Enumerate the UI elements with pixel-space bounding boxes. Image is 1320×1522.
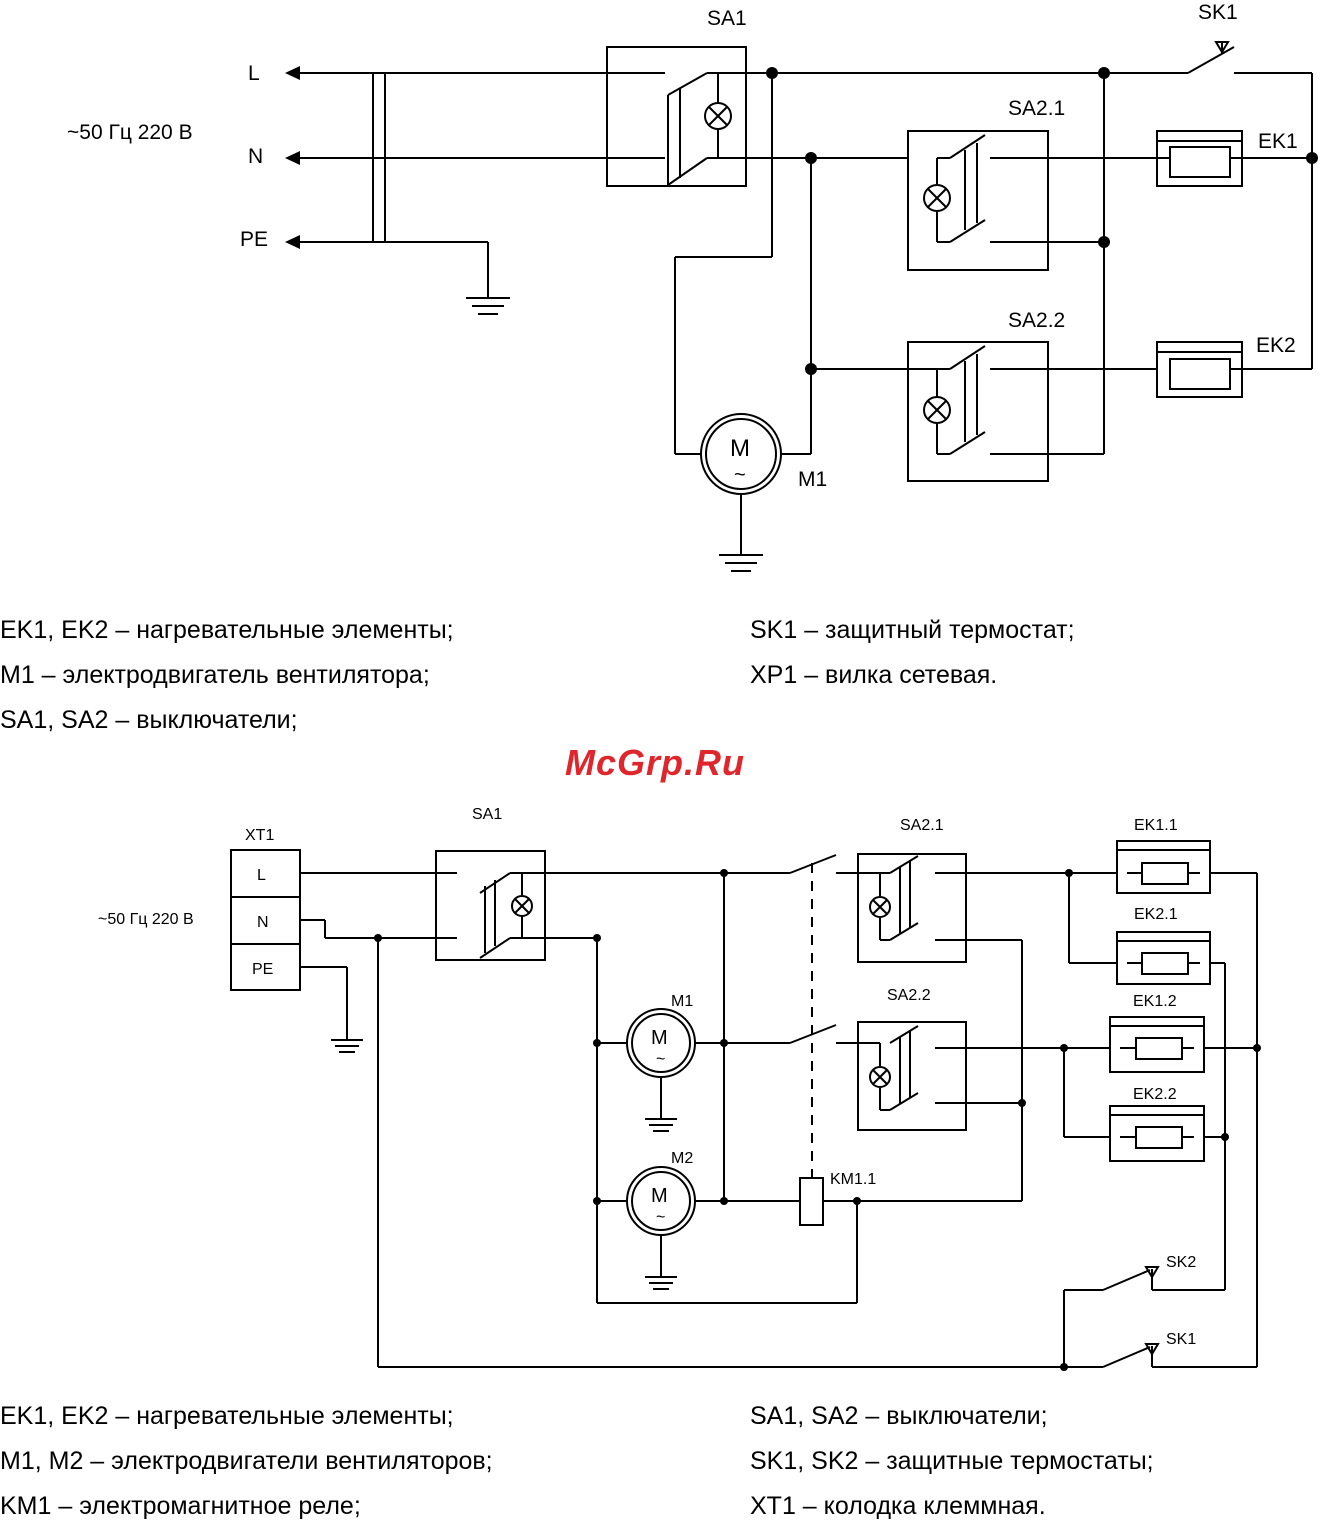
sa2-2-label-1: SA2.2 <box>1008 309 1065 332</box>
motor-m1-2-tilde: ~ <box>656 1051 665 1068</box>
legend2-left-1: M1, M2 – электродвигатели вентиляторов; <box>0 1447 493 1475</box>
diagram-1: ~50 Гц 220 В L N PE <box>0 1 1318 734</box>
ground-icon <box>466 297 510 315</box>
lamp-icon <box>869 1066 891 1088</box>
sa1-label-2: SA1 <box>472 806 502 823</box>
ground-icon <box>645 1118 677 1132</box>
switch-sa2-2 <box>811 341 1157 482</box>
supply-label-1: ~50 Гц 220 В <box>67 121 193 144</box>
diagram-2: ~50 Гц 220 В XT1 L N PE <box>0 806 1261 1520</box>
motor-m1-tilde: ~ <box>734 464 746 486</box>
lamp-icon <box>704 102 732 130</box>
thermostat-sk2 <box>1064 1266 1225 1291</box>
ground-icon <box>331 1039 363 1053</box>
legend1-right-0: SK1 – защитный термостат; <box>750 616 1075 644</box>
legend2-right-0: SA1, SA2 – выключатели; <box>750 1402 1048 1430</box>
heater-ek1-1 <box>1116 840 1211 894</box>
terminal-block-xt1: L N PE <box>230 849 301 991</box>
sk1-label-2: SK1 <box>1166 1331 1196 1348</box>
switch-sa1 <box>606 46 747 187</box>
legend1-left-0: EK1, EK2 – нагревательные элементы; <box>0 616 454 644</box>
lamp-icon <box>869 896 891 918</box>
xt1-label: XT1 <box>245 827 274 844</box>
m1-label-1: M1 <box>798 468 827 491</box>
ground-icon <box>719 554 763 572</box>
supply-label-2: ~50 Гц 220 В <box>98 911 194 928</box>
ek2-2-label: EK2.2 <box>1133 1086 1177 1103</box>
xt1-l: L <box>257 867 266 884</box>
arrow-n-icon <box>285 151 300 165</box>
heater-ek2 <box>1156 341 1312 398</box>
motor-m2-tilde: ~ <box>656 1209 665 1226</box>
heater-ek2-1 <box>1116 931 1211 985</box>
motor-m1-2: M ~ <box>626 1008 696 1078</box>
sa1-label-1: SA1 <box>707 7 747 30</box>
legend1-left-2: SA1, SA2 – выключатели; <box>0 706 298 734</box>
terminal-n-label: N <box>248 145 263 168</box>
thermostat-sk1-2 <box>1102 1343 1257 1368</box>
switch-sa2-2-2 <box>857 1021 1110 1131</box>
watermark: McGrp.Ru <box>565 742 745 783</box>
heater-ek2-2 <box>1109 1105 1205 1162</box>
ek2-label-1: EK2 <box>1256 334 1296 357</box>
xt1-n: N <box>257 914 269 931</box>
arrow-l-icon <box>285 66 300 80</box>
lamp-icon <box>511 895 533 917</box>
ek1-2-label: EK1.2 <box>1133 993 1177 1010</box>
legend1-right-1: XP1 – вилка сетевая. <box>750 661 997 689</box>
sk1-label-1: SK1 <box>1198 1 1238 24</box>
motor-m1-symbol: M <box>730 435 750 462</box>
heater-ek1 <box>1156 130 1312 187</box>
lamp-icon <box>923 184 951 212</box>
xt1-pe: PE <box>252 961 273 978</box>
legend1-left-1: M1 – электродвигатель вентилятора; <box>0 661 430 689</box>
switch-sa2-1-2 <box>857 853 1117 963</box>
sa2-1-label-1: SA2.1 <box>1008 97 1065 120</box>
terminal-pe-label: PE <box>240 228 268 251</box>
sa2-1-label-2: SA2.1 <box>900 817 944 834</box>
sk2-label: SK2 <box>1166 1254 1196 1271</box>
switch-sa1-2 <box>435 850 546 961</box>
legend2-right-1: SK1, SK2 – защитные термостаты; <box>750 1447 1154 1475</box>
km1-label: KM1.1 <box>830 1171 876 1188</box>
legend2-right-2: XT1 – колодка клеммная. <box>750 1492 1046 1520</box>
arrow-pe-icon <box>285 235 300 249</box>
switch-sa2-1 <box>907 130 1157 271</box>
motor-m1: M ~ <box>700 413 782 495</box>
lamp-icon <box>923 396 951 424</box>
m2-label: M2 <box>671 1150 693 1167</box>
legend2-left-2: KM1 – электромагнитное реле; <box>0 1492 361 1520</box>
ek1-1-label: EK1.1 <box>1134 817 1178 834</box>
relay-coil-km1 <box>799 1177 824 1226</box>
motor-m1-2-symbol: M <box>651 1027 668 1049</box>
sa2-2-label-2: SA2.2 <box>887 987 931 1004</box>
legend2-left-0: EK1, EK2 – нагревательные элементы; <box>0 1402 454 1430</box>
heater-ek1-2 <box>1109 1016 1205 1073</box>
ground-icon <box>645 1276 677 1290</box>
motor-m2-symbol: M <box>651 1185 668 1207</box>
ek1-label-1: EK1 <box>1258 130 1298 153</box>
motor-m2: M ~ <box>626 1166 696 1236</box>
thermostat-sk1 <box>1187 41 1312 74</box>
terminal-l-label: L <box>248 62 260 85</box>
m1-label-2: M1 <box>671 993 693 1010</box>
ek2-1-label: EK2.1 <box>1134 906 1178 923</box>
